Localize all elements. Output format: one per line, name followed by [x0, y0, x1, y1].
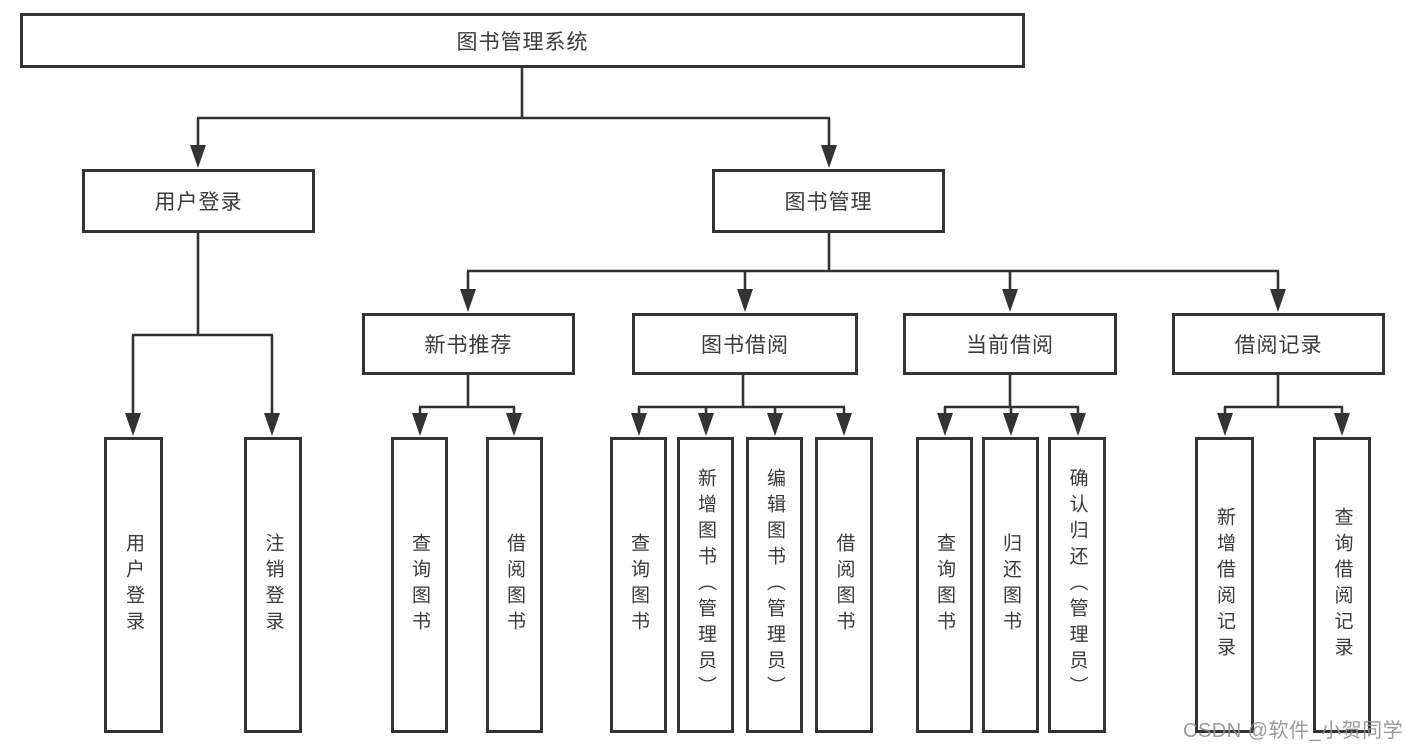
leaf-current-confirm-label: 确认归还（管理员）	[1066, 468, 1088, 702]
node-book-borrow: 图书借阅	[632, 313, 858, 375]
leaf-borrow-add: 新增图书（管理员）	[677, 437, 734, 733]
leaf-user-login: 用户登录	[104, 437, 163, 733]
node-book-mgmt: 图书管理	[712, 169, 945, 233]
csdn-watermark: CSDN @软件_小贺同学	[1183, 720, 1404, 742]
leaf-current-query: 查询图书	[916, 437, 973, 733]
node-borrow-records-label: 借阅记录	[1234, 334, 1323, 357]
connector-user-login-branch	[125, 233, 280, 436]
leaf-newbooks-query-label: 查询图书	[409, 533, 430, 637]
connector-root-to-level2	[190, 68, 837, 168]
leaf-newbooks-borrow-label: 借阅图书	[504, 533, 525, 637]
leaf-records-query: 查询借阅记录	[1313, 437, 1371, 733]
leaf-records-add-label: 新增借阅记录	[1214, 507, 1235, 663]
node-current-borrow-label: 当前借阅	[966, 334, 1054, 357]
leaf-records-query-label: 查询借阅记录	[1331, 507, 1353, 663]
leaf-current-return-label: 归还图书	[1000, 533, 1021, 637]
node-book-borrow-label: 图书借阅	[701, 334, 789, 357]
leaf-borrow-borrow: 借阅图书	[815, 437, 873, 733]
node-root: 图书管理系统	[20, 13, 1025, 68]
leaf-logout-label: 注销登录	[262, 533, 284, 637]
node-root-label: 图书管理系统	[456, 30, 589, 54]
leaf-current-query-label: 查询图书	[934, 533, 955, 637]
node-book-mgmt-label: 图书管理	[784, 191, 873, 214]
leaf-newbooks-query: 查询图书	[391, 437, 448, 733]
connector-borrow-records-branch	[1217, 375, 1350, 436]
leaf-current-confirm: 确认归还（管理员）	[1048, 437, 1106, 733]
leaf-borrow-query: 查询图书	[610, 437, 667, 733]
node-user-login: 用户登录	[82, 169, 315, 233]
leaf-borrow-borrow-label: 借阅图书	[833, 533, 855, 637]
node-user-login-label: 用户登录	[154, 191, 243, 214]
connector-book-mgmt-branch	[460, 233, 1286, 312]
leaf-user-login-label: 用户登录	[123, 533, 144, 637]
leaf-logout: 注销登录	[244, 437, 302, 733]
connector-new-books-branch	[412, 375, 522, 436]
leaf-borrow-add-label: 新增图书（管理员）	[695, 468, 716, 702]
leaf-records-add: 新增借阅记录	[1195, 437, 1254, 733]
connector-current-borrow-branch	[937, 375, 1086, 436]
leaf-current-return: 归还图书	[982, 437, 1039, 733]
leaf-borrow-edit: 编辑图书（管理员）	[746, 437, 803, 733]
node-borrow-records: 借阅记录	[1172, 313, 1385, 375]
leaf-newbooks-borrow: 借阅图书	[486, 437, 543, 733]
leaf-borrow-edit-label: 编辑图书（管理员）	[764, 468, 785, 702]
connector-book-borrow-branch	[631, 375, 852, 436]
leaf-borrow-query-label: 查询图书	[628, 533, 649, 637]
node-new-books-label: 新书推荐	[424, 334, 513, 357]
node-current-borrow: 当前借阅	[903, 313, 1117, 375]
node-new-books: 新书推荐	[362, 313, 575, 375]
